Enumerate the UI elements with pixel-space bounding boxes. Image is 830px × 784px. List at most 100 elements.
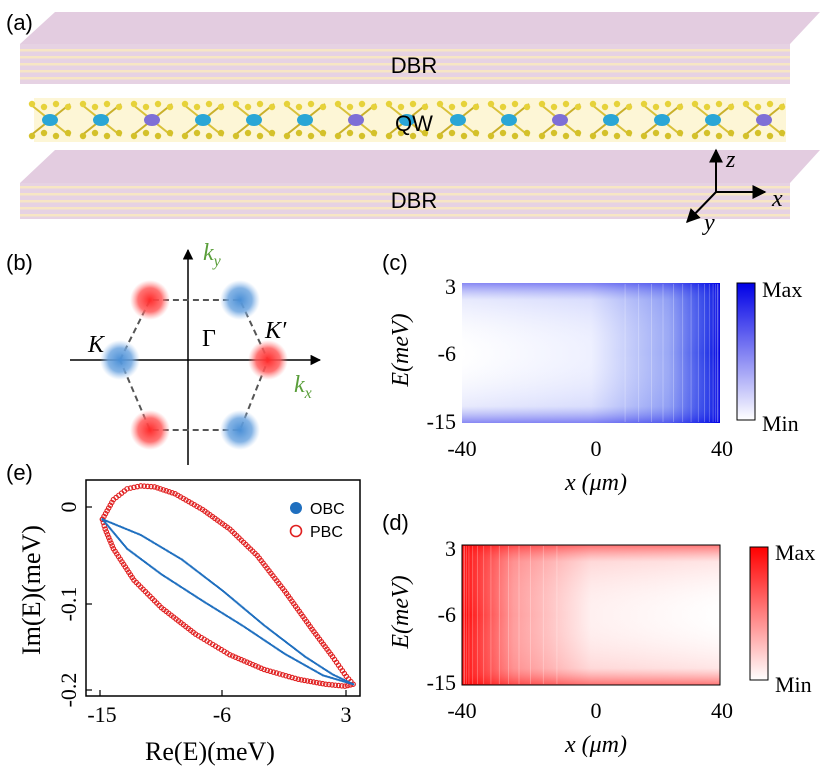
qw-chalcogen-atom: [436, 100, 444, 108]
panel-a: (a) DBR QW DBR z x y: [6, 10, 820, 236]
pbc-point: [191, 501, 197, 508]
qw-chalcogen-atom: [727, 129, 735, 137]
qw-chalcogen-atom: [79, 100, 87, 108]
d-ytick-neg15: -15: [427, 670, 456, 695]
pbc-point: [109, 543, 115, 549]
qw-chalcogen-atom: [268, 129, 276, 137]
colorbar-d-max: Max: [775, 540, 815, 565]
panel-b: (b) K K′ Γ kx ky: [6, 240, 322, 465]
legend-obc-marker: [290, 502, 302, 514]
qw-chalcogen-atom: [244, 129, 252, 137]
qw-metal-atom: [93, 114, 109, 126]
e-xtick-neg15: -15: [87, 702, 116, 727]
qw-chalcogen-atom: [550, 129, 558, 137]
qw-chalcogen-atom: [28, 132, 36, 140]
qw-chalcogen-atom: [523, 129, 531, 137]
pbc-point: [316, 680, 323, 686]
pbc-point: [175, 492, 181, 499]
qw-chalcogen-atom: [166, 129, 174, 137]
qw-chalcogen-atom: [52, 132, 60, 140]
pbc-point: [105, 534, 112, 541]
pbc-point: [241, 658, 247, 664]
qw-chalcogen-atom: [652, 103, 660, 111]
qw-chalcogen-atom: [601, 103, 609, 111]
qw-chalcogen-atom: [142, 129, 150, 137]
pbc-point: [319, 680, 326, 687]
c-ytick-3: 3: [445, 274, 456, 299]
dbr-stripe: [20, 193, 790, 196]
qw-chalcogen-atom: [511, 132, 519, 140]
qw-chalcogen-atom: [511, 100, 519, 108]
e-plot-marks: [99, 483, 356, 689]
qw-chalcogen-atom: [28, 100, 36, 108]
pbc-point: [101, 513, 107, 520]
pbc-point: [255, 664, 262, 670]
colorbar-c-max: Max: [762, 277, 802, 302]
qw-chalcogen-atom: [346, 103, 354, 111]
pbc-point: [144, 483, 151, 490]
pbc-point: [151, 484, 158, 490]
pbc-point: [109, 499, 115, 506]
pbc-point: [188, 500, 195, 506]
pbc-point: [103, 529, 110, 535]
c-xlabel: x (μm): [564, 470, 627, 496]
axis-y-label: y: [702, 210, 715, 236]
qw-chalcogen-atom: [754, 103, 762, 111]
pbc-point: [292, 675, 298, 682]
qw-chalcogen-atom: [370, 129, 378, 137]
dbr-stripe: [20, 56, 790, 59]
qw-chalcogen-atom: [181, 132, 189, 140]
qw-chalcogen-atom: [385, 132, 393, 140]
qw-chalcogen-atom: [448, 129, 456, 137]
qw-chalcogen-atom: [283, 132, 291, 140]
qw-chalcogen-atom: [538, 132, 546, 140]
qw-chalcogen-atom: [397, 129, 405, 137]
d-ytick-neg6: -6: [438, 602, 456, 627]
obc-point: [352, 683, 355, 686]
qw-chalcogen-atom: [574, 103, 582, 111]
legend-obc-label: OBC: [310, 501, 345, 518]
pbc-point: [101, 523, 108, 529]
panel-d-label: (d): [382, 510, 409, 535]
qw-chalcogen-atom: [166, 103, 174, 111]
dbr-top-stripes: [20, 49, 790, 80]
pbc-point: [141, 483, 147, 489]
qw-chalcogen-atom: [472, 129, 480, 137]
valley-k-topright: [220, 280, 260, 320]
e-ytick-0: 0: [56, 502, 81, 513]
qw-chalcogen-atom: [256, 132, 264, 140]
pbc-point: [154, 485, 161, 491]
qw-chalcogen-atom: [589, 100, 597, 108]
qw-chalcogen-atom: [103, 132, 111, 140]
panel-c-label: (c): [382, 250, 408, 275]
qw-chalcogen-atom: [130, 100, 138, 108]
coordinate-axes: z x y: [686, 147, 783, 236]
qw-chalcogen-atom: [574, 129, 582, 137]
qw-chalcogen-atom: [64, 103, 72, 111]
pbc-point: [289, 674, 295, 681]
dbr-stripe: [20, 70, 790, 73]
e-plot-frame: [85, 479, 361, 697]
quantum-well-layer: QW: [28, 98, 786, 142]
qw-chalcogen-atom: [319, 103, 327, 111]
pbc-point: [160, 487, 167, 493]
qw-chalcogen-atom: [562, 100, 570, 108]
dbr-stripe: [20, 77, 790, 80]
kprime-point-label: K′: [264, 318, 287, 344]
qw-chalcogen-atom: [652, 129, 660, 137]
qw-chalcogen-atom: [613, 132, 621, 140]
gamma-point-label: Γ: [202, 326, 216, 352]
valley-kprime-topleft: [130, 280, 170, 320]
dbr-stripe: [20, 214, 790, 217]
e-xtick-3: 3: [341, 702, 352, 727]
pbc-point: [338, 683, 345, 689]
qw-chalcogen-atom: [640, 132, 648, 140]
brillouin-zone: [118, 299, 270, 431]
qw-chalcogen-atom: [742, 132, 750, 140]
pbc-point: [280, 672, 286, 678]
qw-chalcogen-atom: [130, 132, 138, 140]
c-xtick-0: 0: [591, 436, 602, 461]
dbr-bottom-label: DBR: [391, 188, 437, 213]
pbc-point: [270, 669, 277, 675]
pbc-point: [229, 653, 236, 659]
